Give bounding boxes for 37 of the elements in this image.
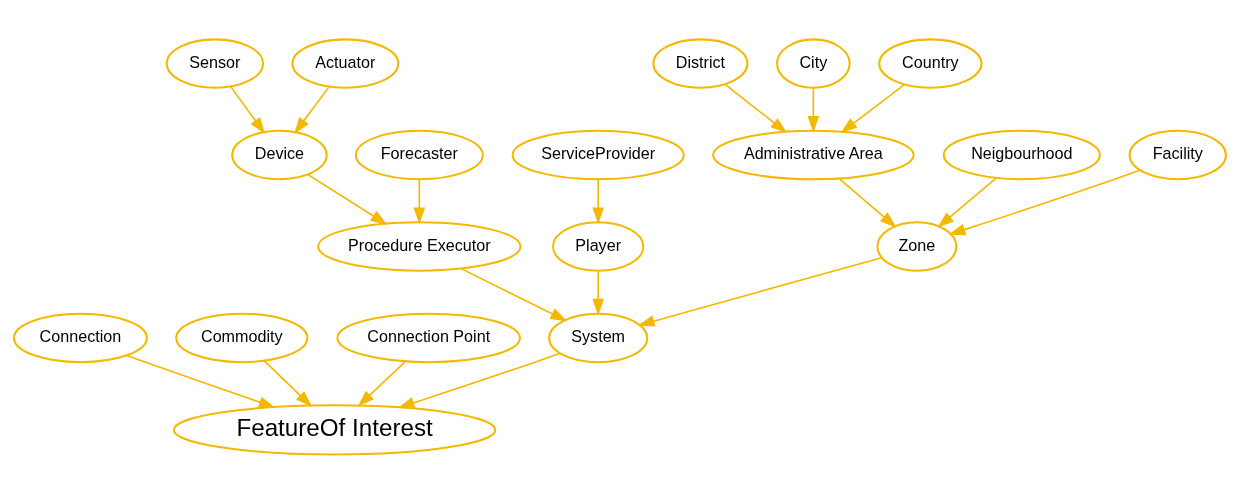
- node-ellipse: Sensor: [165, 37, 265, 89]
- node-ellipse: Zone: [876, 220, 958, 272]
- arrow: [840, 83, 906, 133]
- node-ellipse: Connection Point: [336, 312, 522, 363]
- arrow: [807, 86, 820, 133]
- arrow: [397, 352, 561, 408]
- node-ellipse: Country: [878, 37, 983, 89]
- node-ellipse: Facility: [1128, 129, 1227, 180]
- arrow: [263, 359, 313, 407]
- node-ellipse: Actuator: [291, 37, 400, 89]
- node-ellipse: FeatureOf Interest: [172, 403, 497, 455]
- node-ellipse: Commodity: [175, 312, 309, 363]
- arrow: [838, 177, 897, 228]
- arrow: [125, 354, 276, 408]
- arrow: [357, 360, 407, 407]
- node-ellipse: Connection: [12, 312, 148, 363]
- node-ellipse: Administrative Area: [712, 129, 915, 180]
- arrow: [230, 85, 266, 134]
- arrow: [592, 178, 604, 224]
- arrow: [294, 85, 330, 134]
- arrow: [948, 169, 1141, 235]
- arrow: [307, 173, 388, 225]
- node-ellipse: ServiceProvider: [511, 129, 685, 180]
- node-ellipse: District: [652, 37, 749, 89]
- node-ellipse: City: [776, 37, 851, 89]
- arrow: [592, 269, 604, 316]
- arrow: [460, 267, 568, 321]
- node-ellipse: Forecaster: [354, 129, 484, 180]
- node-ellipse: Procedure Executor: [317, 220, 522, 272]
- arrow: [637, 256, 883, 327]
- node-ellipse: System: [548, 312, 649, 363]
- arrow: [413, 178, 426, 224]
- node-ellipse: Player: [551, 220, 645, 272]
- arrow: [937, 177, 997, 228]
- arrow: [724, 83, 788, 133]
- node-ellipse: Neigbourhood: [942, 129, 1101, 180]
- node-ellipse: Device: [231, 129, 328, 180]
